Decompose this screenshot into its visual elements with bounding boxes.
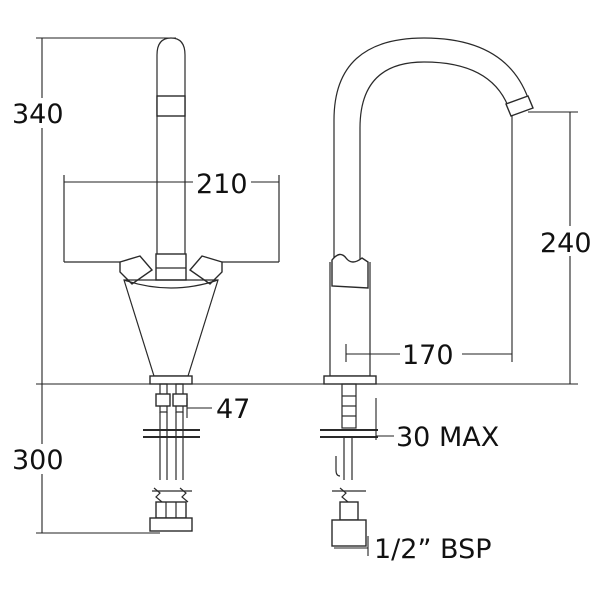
- side-aerator: [505, 95, 534, 117]
- side-handle: [331, 253, 369, 289]
- label-deck-thickness: 30 MAX: [396, 422, 499, 453]
- label-front-base: 47: [216, 394, 250, 425]
- label-below-counter: 300: [12, 445, 64, 476]
- front-left-handle: [119, 255, 154, 285]
- label-front-height: 340: [12, 99, 64, 130]
- front-tail-fitting: [149, 517, 193, 532]
- front-valve-body: [155, 253, 187, 281]
- side-view: 240 170 30 MAX 1/2” BSP: [320, 37, 600, 565]
- front-spout: [156, 37, 186, 262]
- side-spout-inner: [359, 61, 509, 262]
- front-base-plate: [149, 375, 193, 385]
- front-connector: [155, 501, 187, 519]
- front-view: 340 210 47 300: [8, 37, 380, 534]
- side-base-plate: [323, 375, 377, 385]
- front-cone-body: [123, 279, 219, 377]
- label-connection: 1/2” BSP: [374, 534, 492, 565]
- label-front-spread: 210: [196, 169, 248, 200]
- side-spout-outer: [333, 37, 529, 262]
- front-spout-aerator: [156, 95, 186, 117]
- front-right-handle: [188, 255, 223, 285]
- side-tail-fitting: [331, 519, 367, 547]
- label-side-height: 240: [540, 228, 592, 259]
- label-side-reach: 170: [402, 340, 454, 371]
